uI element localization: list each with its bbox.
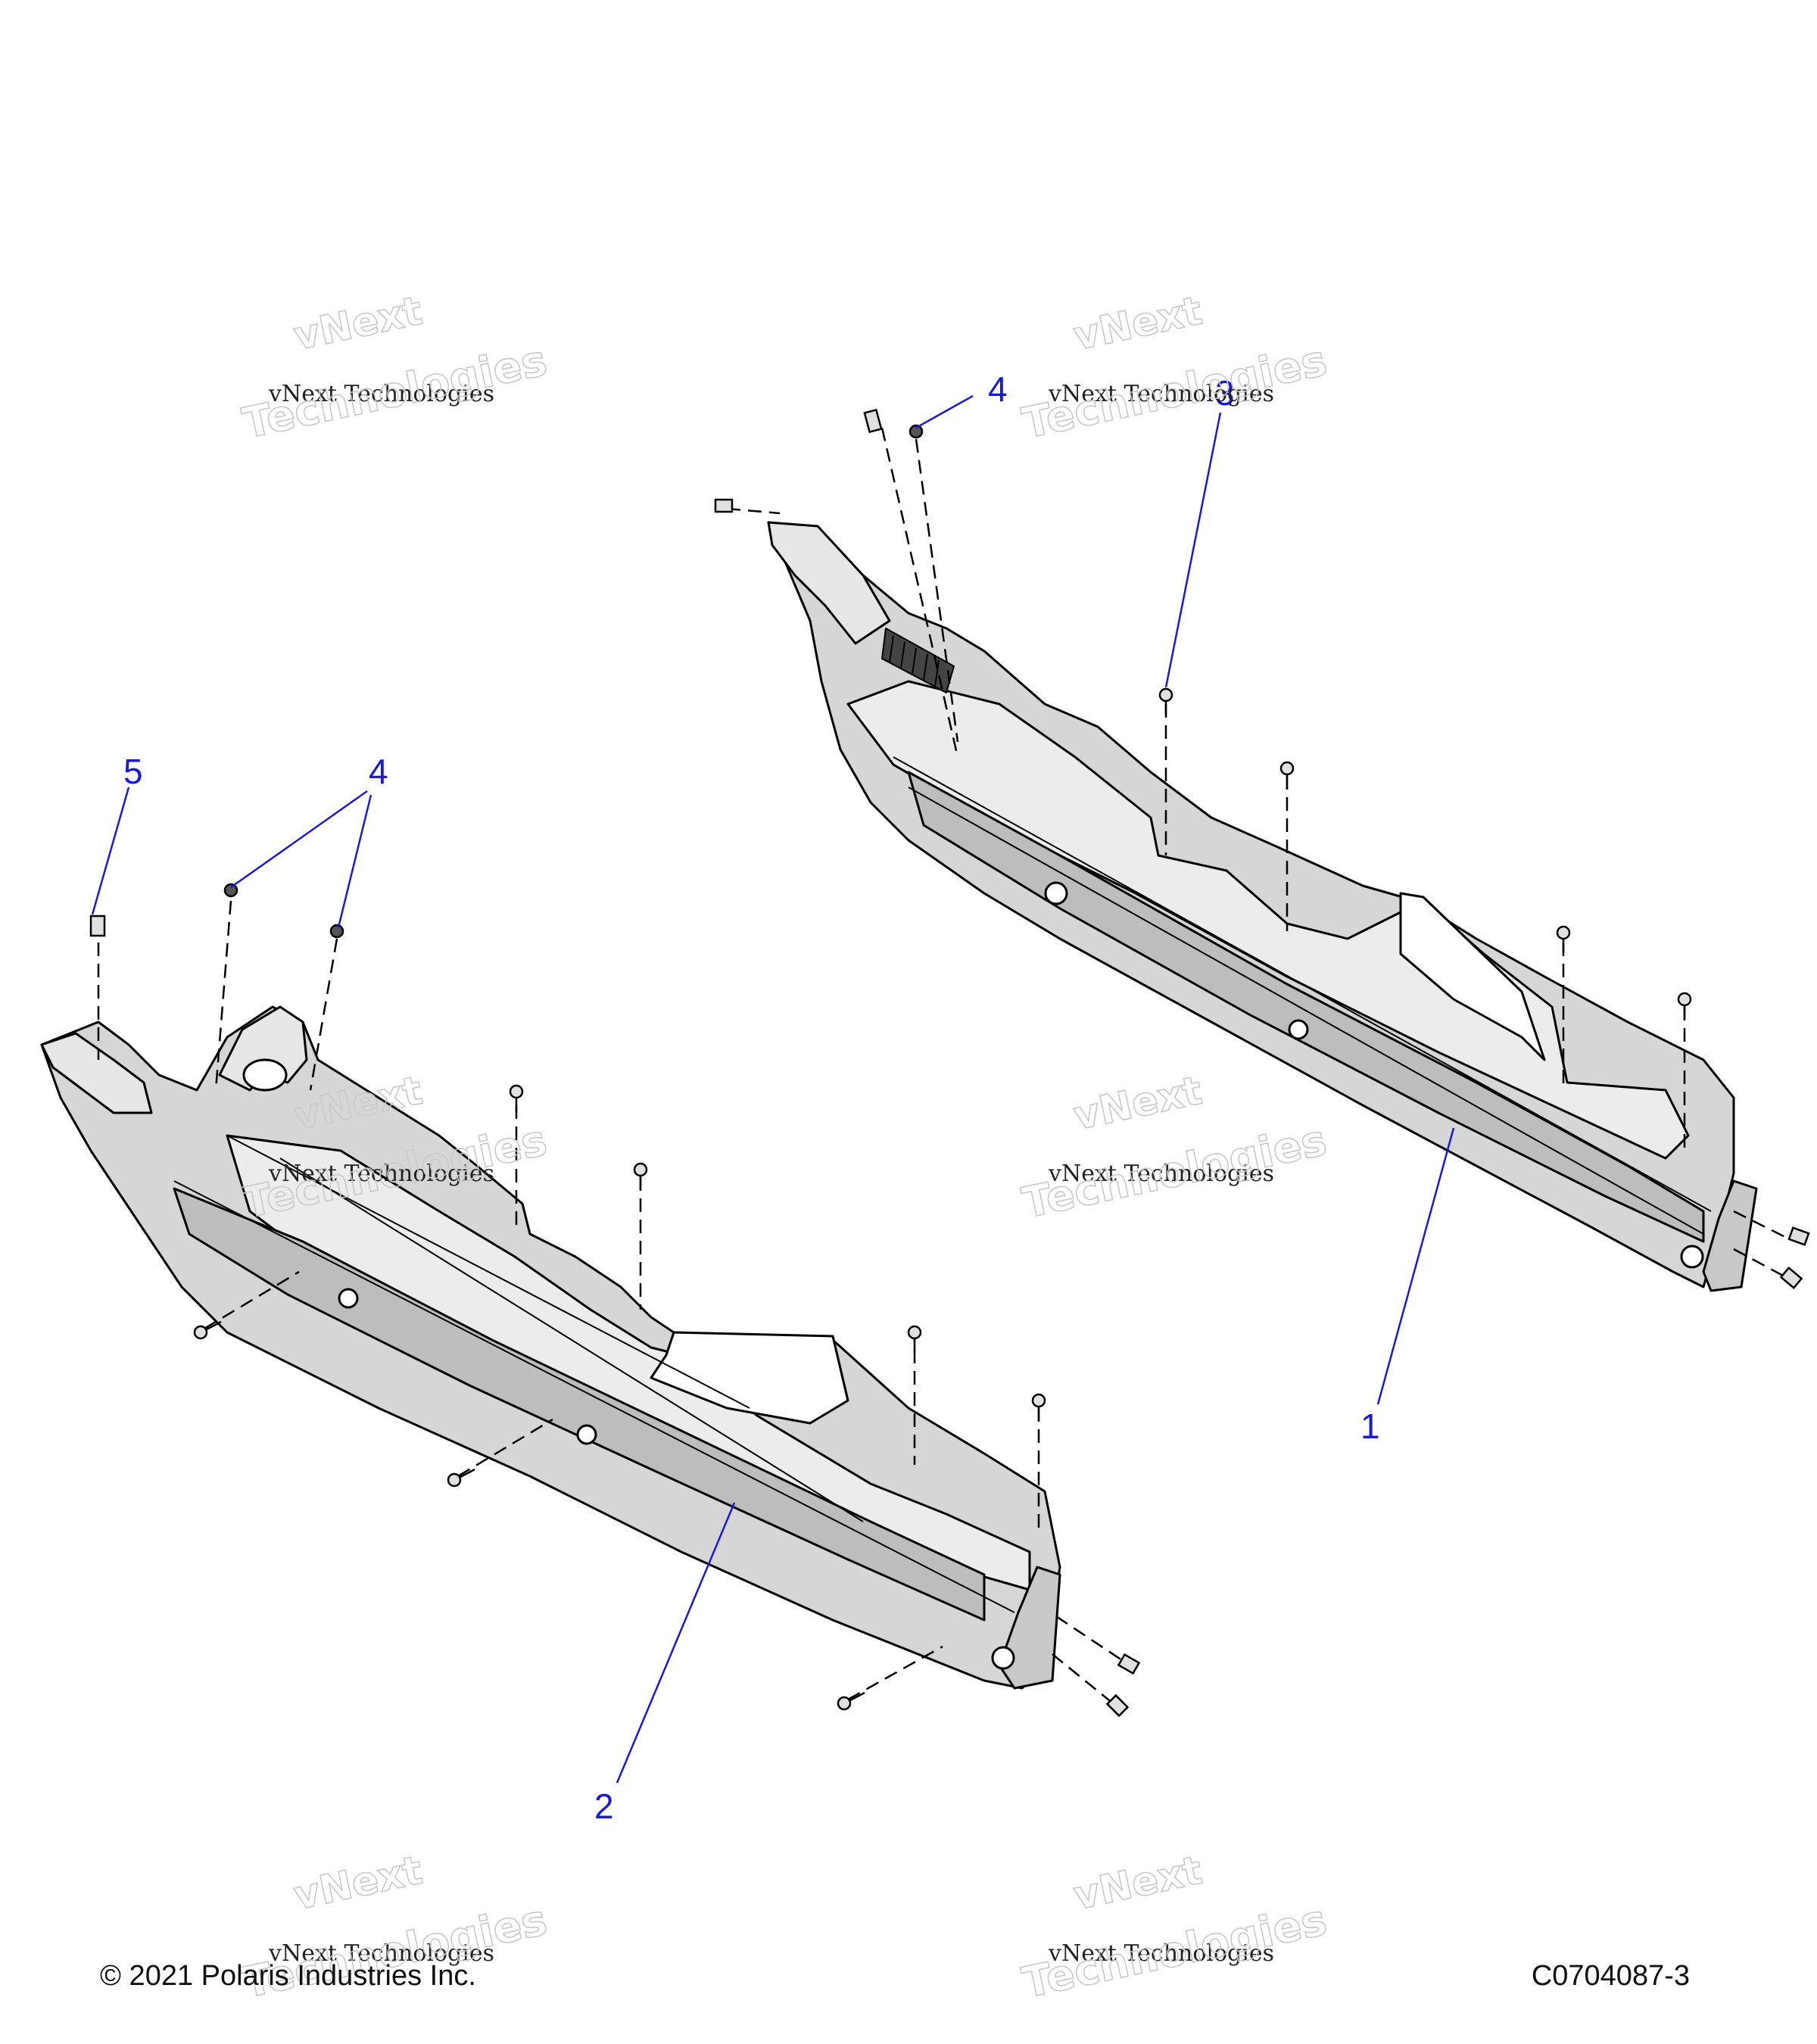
rivet-icon — [329, 924, 344, 939]
rocker-panel-right[interactable] — [767, 521, 1758, 1292]
rocker-panel-left-hole — [576, 1424, 597, 1445]
watermark-top-left: vNext vNext Technologies Technologies — [238, 288, 552, 449]
screw-icon — [193, 1320, 222, 1340]
rocker-panel-right-hole — [1288, 1019, 1309, 1040]
svg-text:Technologies: Technologies — [1018, 336, 1331, 448]
leader-2 — [616, 1502, 736, 1784]
rocker-panel-left[interactable] — [40, 1005, 1061, 1690]
callout-4[interactable]: 4 — [988, 369, 1008, 409]
figure-id: C0704087-3 — [1532, 1960, 1690, 1992]
copyright-text: © 2021 Polaris Industries Inc. — [100, 1960, 476, 1992]
callout-2[interactable]: 2 — [594, 1787, 614, 1826]
clip-icon — [714, 498, 734, 513]
rocker-panel-left-sill — [173, 1187, 986, 1622]
watermark-middle-right: vNext vNext Technologies Technologies — [1018, 1067, 1332, 1229]
svg-text:vNext Technologies: vNext Technologies — [268, 1161, 494, 1187]
svg-text:Technologies: Technologies — [238, 336, 551, 448]
callout-leaders — [91, 394, 1455, 1784]
screw-icon — [447, 1468, 475, 1488]
screw-icon — [509, 1084, 524, 1112]
clip-icon — [89, 915, 106, 937]
svg-text:vNext Technologies: vNext Technologies — [268, 381, 494, 407]
clip-icon — [1105, 1693, 1130, 1718]
rocker-panel-left-hole — [991, 1646, 1015, 1670]
screw-icon — [633, 1162, 648, 1190]
clip-icon — [1779, 1267, 1803, 1289]
rocker-panel-left-hole — [338, 1288, 359, 1309]
svg-text:vNext: vNext — [1070, 1848, 1206, 1919]
callout-4[interactable]: 4 — [369, 752, 388, 791]
rocker-panel-left-edge-line — [279, 1158, 864, 1522]
svg-text:Technologies: Technologies — [1018, 1116, 1331, 1228]
clip-icon — [1117, 1653, 1141, 1675]
rocker-panel-left-step — [650, 1331, 849, 1425]
clip-icon — [1787, 1226, 1810, 1246]
leader-5 — [91, 787, 130, 915]
rocker-panel-left-hole — [242, 1058, 288, 1092]
svg-text:vNext Technologies: vNext Technologies — [1048, 381, 1274, 407]
screw-icon — [1031, 1393, 1046, 1421]
screw-icon — [907, 1325, 922, 1353]
callout-labels: 1 2 3 4 4 5 — [123, 369, 1380, 1826]
svg-text:vNext: vNext — [1070, 1068, 1206, 1139]
rocker-panel-right-sill — [907, 771, 1705, 1243]
svg-text:vNext: vNext — [1070, 288, 1206, 360]
screw-icon — [1279, 761, 1295, 789]
rocker-panel-right-hole — [1044, 881, 1068, 905]
screw-icon — [1158, 687, 1173, 715]
rocker-panel-left-edge-line — [226, 1135, 750, 1409]
rocker-panel-right-nose — [767, 521, 891, 645]
screw-icon — [1677, 992, 1692, 1020]
screw-icon — [837, 1691, 865, 1711]
svg-text:vNext: vNext — [290, 1848, 426, 1919]
leader-1 — [1376, 1127, 1455, 1405]
svg-text:vNext Technologies: vNext Technologies — [268, 1940, 494, 1967]
rocker-panel-left-edge-line — [173, 1180, 1015, 1613]
rocker-panel-right-edge-line — [893, 756, 1712, 1212]
rocker-panel-right-grille — [881, 628, 955, 693]
svg-text:vNext Technologies: vNext Technologies — [1048, 1940, 1274, 1967]
rivet-icon — [223, 883, 238, 898]
assembly-lines — [97, 427, 1787, 1704]
rocker-panel-right-hole — [1680, 1245, 1704, 1269]
screw-icon — [1556, 925, 1571, 953]
rocker-panel-right-step — [1399, 892, 1546, 1061]
svg-text:Technologies: Technologies — [1018, 1896, 1331, 2008]
callout-3[interactable]: 3 — [1215, 373, 1235, 413]
rocker-panel-left-nose — [40, 1032, 153, 1114]
rocker-panel-right-edge-line — [908, 787, 1704, 1235]
leader-4a — [915, 394, 974, 429]
callout-5[interactable]: 5 — [123, 752, 143, 791]
rocker-panel-right-end-cap — [1702, 1179, 1758, 1292]
leader-4b-2 — [337, 794, 372, 928]
leader-3 — [1164, 412, 1222, 688]
rivet-icon — [908, 424, 924, 439]
watermark-bottom-right: vNext vNext Technologies Technologies — [1018, 1847, 1332, 2008]
leader-4b-1 — [230, 790, 368, 889]
fasteners — [89, 408, 1810, 1718]
svg-text:vNext Technologies: vNext Technologies — [1048, 1161, 1274, 1187]
rocker-panel-right-ridge — [846, 680, 1690, 1160]
callout-1[interactable]: 1 — [1360, 1407, 1380, 1446]
svg-text:vNext: vNext — [290, 288, 426, 360]
watermark-top-right: vNext vNext Technologies Technologies — [1018, 288, 1332, 449]
clip-icon — [863, 408, 883, 434]
